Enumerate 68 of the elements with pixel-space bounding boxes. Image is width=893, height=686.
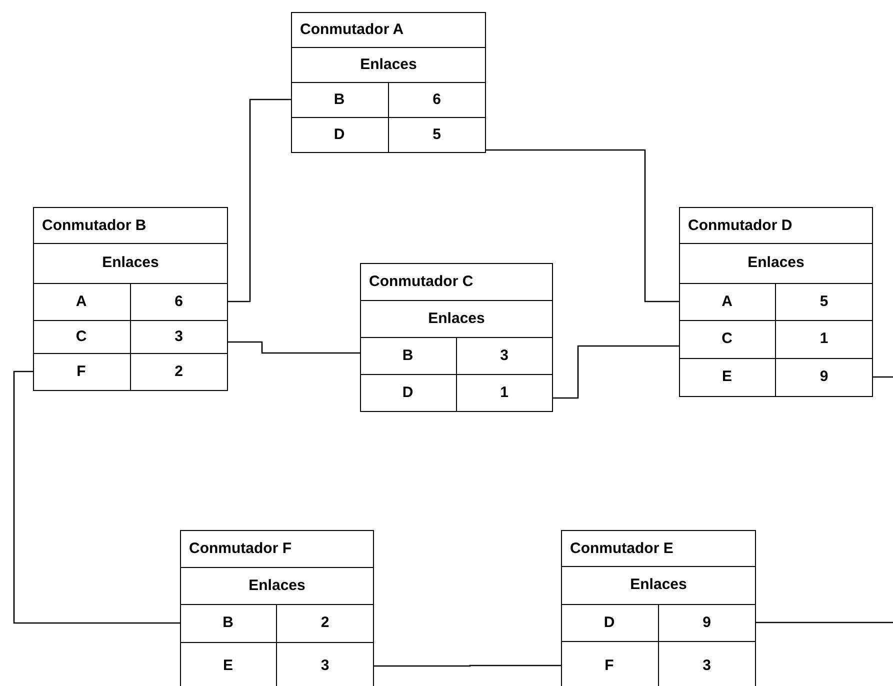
link-name: A [679, 284, 776, 320]
switch-table [291, 12, 486, 153]
link-name: B [291, 83, 388, 117]
link-name: D [291, 118, 388, 152]
link-cost: 3 [499, 346, 510, 366]
link-cost: 9 [702, 612, 712, 633]
link-cost: 3 [320, 656, 330, 676]
link-name: E [679, 359, 776, 396]
link-name: F [33, 354, 130, 390]
switch-table [561, 530, 756, 686]
switch-table [180, 530, 374, 686]
table-row [561, 604, 755, 641]
link-cost: 2 [174, 362, 184, 382]
link-name: D [561, 605, 658, 641]
connector-line [552, 345, 679, 399]
table-subheader: Enlaces [361, 300, 552, 337]
connector-line [13, 370, 180, 624]
link-name: B [180, 605, 277, 642]
table-subheader: Enlaces [292, 47, 485, 82]
link-cost: 6 [174, 292, 184, 312]
link-name: C [33, 321, 130, 353]
link-name: F [561, 642, 658, 686]
link-name: A [33, 284, 130, 320]
link-name: C [679, 321, 776, 358]
table-row [679, 283, 872, 320]
table-title: Conmutador D [687, 216, 794, 236]
table-row [679, 358, 872, 396]
table-title: Conmutador A [299, 20, 405, 40]
connector-line [227, 98, 291, 302]
table-row [360, 374, 552, 411]
table-subheader: Enlaces [680, 243, 872, 283]
table-row [33, 353, 227, 390]
table-title: Conmutador C [368, 272, 474, 292]
table-row [291, 117, 485, 152]
table-row [679, 320, 872, 358]
link-name: E [180, 643, 277, 686]
link-cost: 3 [174, 326, 184, 347]
connector-line [755, 622, 893, 624]
link-cost: 3 [702, 656, 712, 676]
table-row [180, 642, 373, 686]
switch-table [360, 263, 553, 412]
link-name: D [360, 375, 456, 411]
connector-line [227, 341, 360, 354]
link-cost: 2 [320, 613, 330, 634]
table-row [180, 604, 373, 642]
table-row [291, 82, 485, 117]
table-row [33, 283, 227, 320]
switch-table [33, 207, 228, 391]
table-subheader: Enlaces [562, 566, 755, 604]
switch-table [679, 207, 873, 397]
link-cost: 1 [818, 329, 830, 350]
connector-line [872, 376, 893, 378]
link-cost: 6 [432, 90, 442, 110]
connector-line [485, 149, 679, 302]
table-title: Conmutador E [569, 538, 674, 559]
table-subheader: Enlaces [181, 567, 373, 604]
link-cost: 5 [432, 124, 442, 145]
link-cost: 9 [818, 367, 830, 388]
table-row [561, 641, 755, 686]
link-cost: 5 [818, 292, 830, 312]
link-cost: 1 [499, 382, 510, 403]
table-subheader: Enlaces [34, 243, 227, 283]
table-row [33, 320, 227, 353]
link-name: B [360, 338, 456, 374]
table-title: Conmutador F [188, 539, 292, 560]
table-title: Conmutador B [41, 216, 148, 236]
table-row [360, 337, 552, 374]
connector-line [373, 664, 561, 667]
